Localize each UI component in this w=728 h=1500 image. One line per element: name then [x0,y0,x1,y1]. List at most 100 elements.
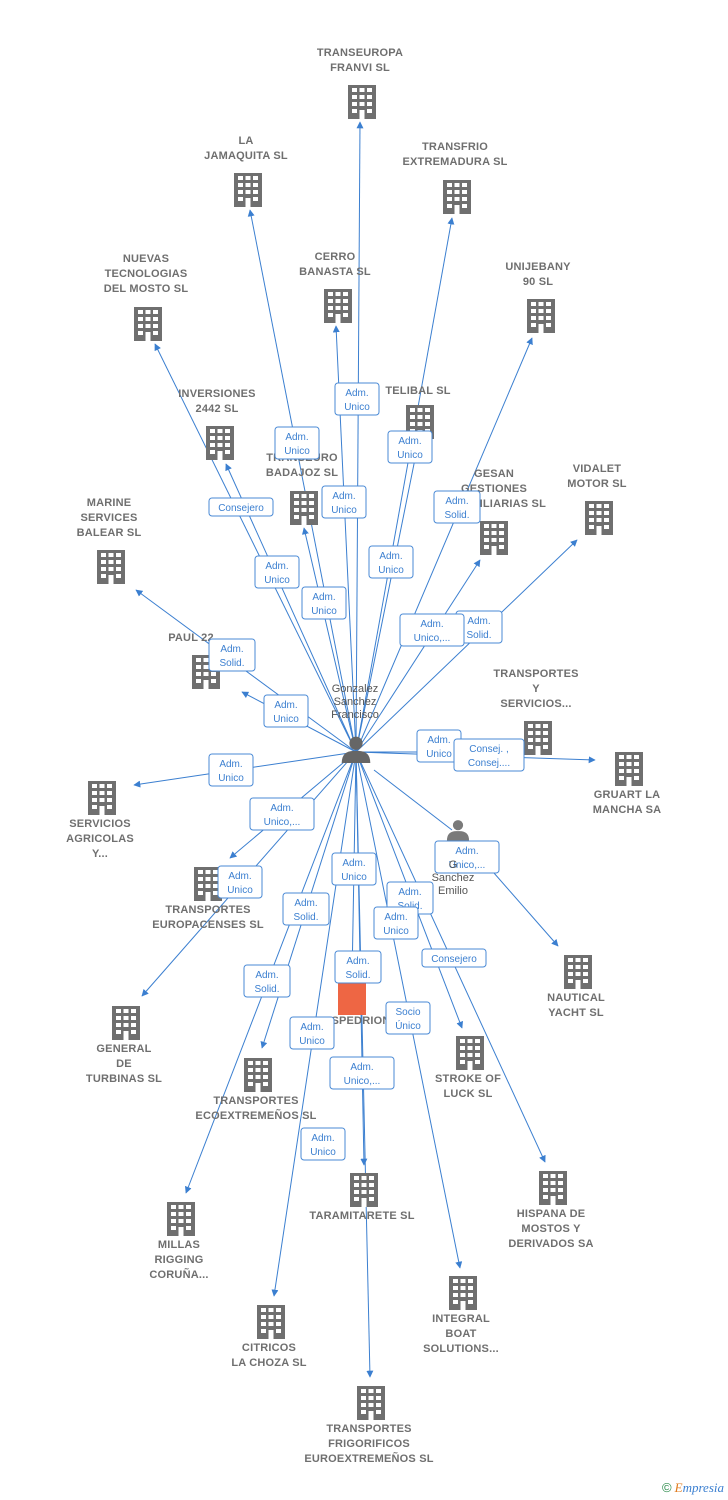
edge-role-label[interactable]: Adm.Unico [274,426,320,460]
building-icon [134,307,162,341]
company-label-line: FRIGORIFICOS [328,1438,410,1450]
building-icon [480,521,508,555]
company-node-taramitarete[interactable]: TARAMITARETE SL [309,1173,415,1222]
edge-labels-layer: Adm.UnicoAdm.UnicoAdm.UnicoConsejeroAdm.… [208,382,525,1161]
person-name-line: Emilio [438,885,468,897]
role-label-box [208,638,256,672]
edge-role-label[interactable]: Consej. ,Consej.... [453,738,525,772]
role-label-box [321,485,367,519]
building-icon [357,1386,385,1420]
company-label-line: ECOEXTREMEÑOS SL [195,1109,316,1122]
role-label-text: Adm. [427,735,450,746]
role-label-text: Unico [344,402,370,413]
edge-role-label[interactable]: Adm.Unico [300,1127,346,1161]
edge-role-label[interactable]: Adm.Unico [301,586,347,620]
edge-role-label[interactable]: Consejero [421,948,487,968]
edge-vidalet [355,539,578,753]
edge-role-label[interactable]: Adm.Solid. [433,490,481,524]
company-label-line: TRANSPORTES [493,668,578,680]
role-label-box [399,613,465,647]
company-label-line: MARINE [87,497,132,509]
company-label-line: YACHT SL [548,1007,604,1019]
edge-transfrio [355,217,455,753]
edge-role-label[interactable]: Adm.Unico,... [399,613,465,647]
company-label-line: DE [116,1058,132,1070]
company-label-line: EXTREMADURA SL [402,156,507,168]
company-node-telibal[interactable]: TELIBAL SL [385,385,451,439]
edge-role-label[interactable]: Adm.Unico [373,906,419,940]
edge-person-link [373,769,453,831]
empresia-footer[interactable]: ©Empresia [662,1480,724,1496]
company-node-integral[interactable]: INTEGRALBOATSOLUTIONS... [423,1276,499,1355]
edge-transeuropa [355,121,364,753]
company-label-line: BADAJOZ SL [266,467,338,479]
company-node-paul[interactable]: PAUL 22 [168,632,220,689]
edge-role-label[interactable]: Adm.Unico [254,555,300,589]
edge-role-label[interactable]: Adm.Unico [368,545,414,579]
role-label-box [453,738,525,772]
person-name-line: Francisco [331,709,379,721]
edge-role-label[interactable]: Adm.Unico [208,753,254,787]
edge-role-label[interactable]: Adm.Unico,... [329,1056,395,1090]
role-label-text: Unico,... [449,860,486,871]
company-node-transportes-y[interactable]: TRANSPORTESYSERVICIOS... [493,668,578,755]
edge-role-label[interactable]: Adm.Unico,... [249,797,315,831]
role-label-text: Unico,... [264,817,301,828]
edge-role-label[interactable]: Adm.Solid. [208,638,256,672]
role-label-text: Unico [299,1036,325,1047]
company-label-line: NUEVAS [123,253,169,265]
company-node-cesper[interactable]: CESPEDRION SL [316,981,409,1027]
edge-role-label[interactable]: Adm.Unico [334,382,380,416]
role-label-text: Socio [395,1007,420,1018]
edge-role-label[interactable]: Adm.Unico [331,852,377,886]
role-label-box [368,545,414,579]
company-node-servicios-agricolas[interactable]: SERVICIOSAGRICOLASY... [66,781,134,860]
company-label-line: TRANSPORTES [326,1423,411,1435]
company-label-line: SERVICIOS... [500,698,571,710]
edge-role-label[interactable]: Adm.Unico [217,865,263,899]
role-label-text: Único [395,1019,421,1032]
company-node-millas[interactable]: MILLASRIGGINGCORUÑA... [149,1202,208,1281]
edge-role-label[interactable]: Adm.Unico [416,729,462,763]
role-label-text: Unico,... [344,1076,381,1087]
edge-role-label[interactable]: Adm.Solid. [282,892,330,926]
edge-telibal [355,443,421,753]
role-label-box [385,1001,431,1035]
edge-role-label[interactable]: Adm.Unico [289,1016,335,1050]
company-label-line: SERVICIOS [69,818,131,830]
edge-role-label[interactable]: Adm.Unico [321,485,367,519]
edge-role-label[interactable]: Adm.Unico [263,694,309,728]
role-label-text: Adm. [285,432,308,443]
company-label-line: 2442 SL [196,403,239,415]
role-label-text: Consej. , [469,744,508,755]
edge-role-label[interactable]: Adm.Solid. [334,950,382,984]
edge-role-label[interactable]: Adm.Solid. [243,964,291,998]
role-label-text: Unico [311,606,337,617]
role-label-text: Adm. [294,898,317,909]
edge-role-label[interactable]: Adm.Unico [387,430,433,464]
edge-role-label[interactable]: Consejero [208,497,274,517]
edge-role-label[interactable]: Adm.Unico,... [434,840,500,874]
